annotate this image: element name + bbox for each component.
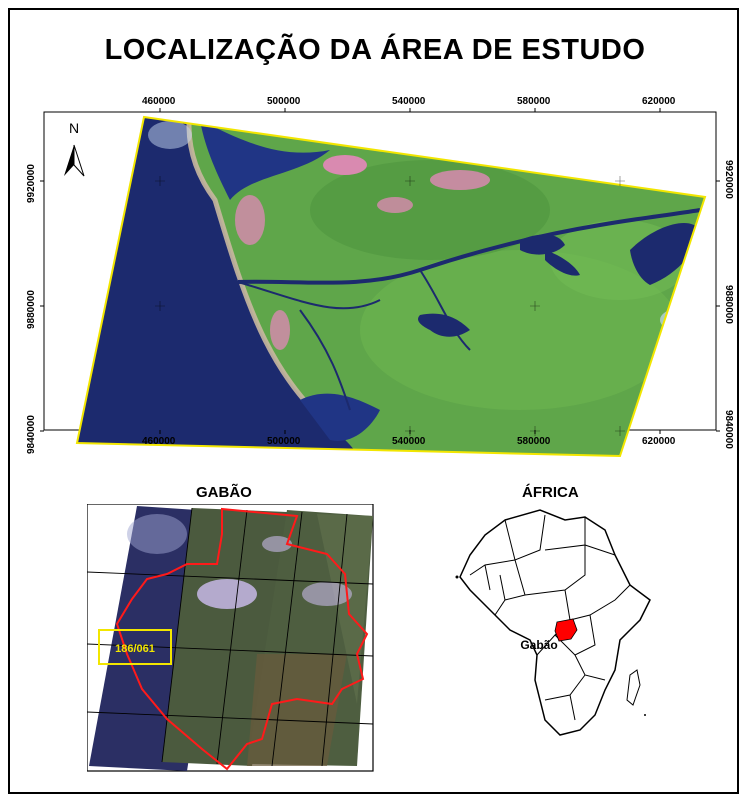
madagascar <box>626 669 641 706</box>
x-tick-bottom: 540000 <box>392 436 426 447</box>
x-tick-top: 540000 <box>392 96 426 107</box>
x-tick-bottom: 460000 <box>142 436 176 447</box>
scene-footprint-outline <box>75 115 707 458</box>
north-label: N <box>69 120 79 136</box>
map-layout-frame <box>8 8 739 794</box>
x-tick-top: 500000 <box>267 96 301 107</box>
river-main <box>237 208 701 285</box>
y-tick-left: 9840000 <box>26 415 37 454</box>
x-tick-top: 620000 <box>642 96 676 107</box>
y-tick-left: 9880000 <box>26 290 37 329</box>
tick-marks <box>40 108 720 434</box>
y-tick-right: 9840000 <box>723 410 734 449</box>
gabon-border <box>115 507 369 771</box>
gabon-highlight <box>554 618 578 642</box>
gabon-inset-map: 186/061 <box>87 504 374 772</box>
scene-label: 186/061 <box>115 643 155 655</box>
north-arrow-icon: N <box>64 120 85 177</box>
africa-outline <box>459 509 651 736</box>
estuary-area <box>200 120 330 200</box>
gabon-inset-title: GABÃO <box>196 484 252 501</box>
x-tick-top: 580000 <box>517 96 551 107</box>
y-tick-left: 9920000 <box>26 164 37 203</box>
x-tick-bottom: 500000 <box>267 436 301 447</box>
x-tick-bottom: 580000 <box>517 436 551 447</box>
y-tick-right: 9920000 <box>723 160 734 199</box>
wrs-grid <box>87 507 374 767</box>
page-title: LOCALIZAÇÃO DA ÁREA DE ESTUDO <box>104 34 646 66</box>
x-tick-bottom: 620000 <box>642 436 676 447</box>
grid-crosses <box>155 176 625 436</box>
gabon-country-label: Gabão <box>520 638 557 652</box>
landsat-mosaic <box>89 506 373 771</box>
satellite-scene <box>77 117 705 456</box>
lake <box>418 313 470 337</box>
africa-inset-title: ÁFRICA <box>522 484 579 501</box>
scene-box <box>98 629 172 665</box>
africa-inset-map: Gabão <box>455 509 651 736</box>
y-tick-right: 9880000 <box>723 285 734 324</box>
x-tick-top: 460000 <box>142 96 176 107</box>
